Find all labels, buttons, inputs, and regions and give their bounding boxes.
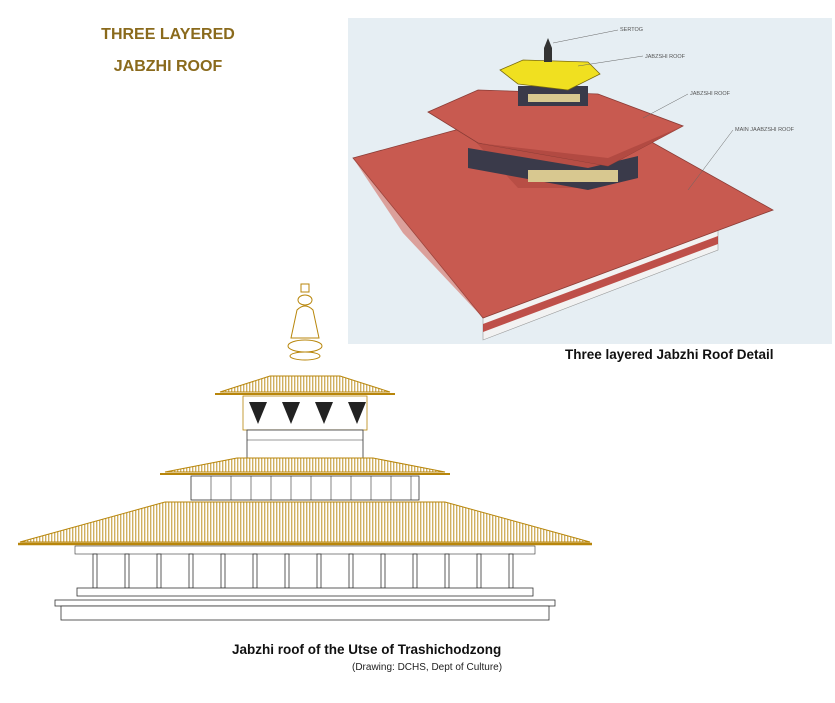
label-middle-roof: JABZSHI ROOF [690,91,731,97]
roof-render-panel: SERTOG JABZSHI ROOF JABZSHI ROOF MAIN JA… [348,18,832,344]
render-caption: Three layered Jabzhi Roof Detail [565,347,774,362]
elevation-drawing [15,280,595,630]
label-main-roof: MAIN JAABZSHI ROOF [735,127,795,133]
roof-render-illustration: SERTOG JABZSHI ROOF JABZSHI ROOF MAIN JA… [352,27,795,341]
drawing-caption: Jabzhi roof of the Utse of Trashichodzon… [232,642,502,657]
title-line-1: THREE LAYERED [101,26,235,43]
label-sertog: SERTOG [620,27,643,33]
drawing-credit: (Drawing: DCHS, Dept of Culture) [352,662,503,673]
elevation-drawing-illustration [18,283,592,621]
title-line-2: JABZHI ROOF [113,58,223,75]
label-top-roof: JABZSHI ROOF [645,54,686,60]
